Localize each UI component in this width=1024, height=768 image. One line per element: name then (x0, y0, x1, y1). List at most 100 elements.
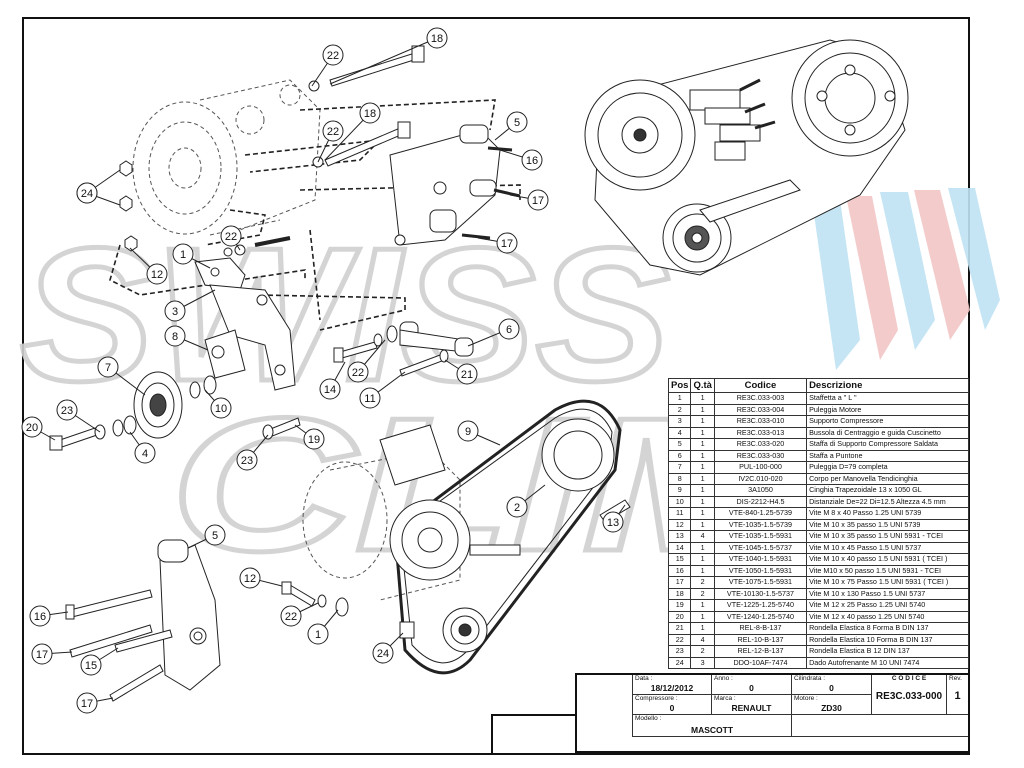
callout-13: 13 (602, 504, 626, 533)
cell-code: IV2C.010-020 (713, 472, 808, 485)
cell-pos: 20 (667, 610, 692, 623)
callout-15: 15 (80, 647, 119, 676)
tb-marca-label: Marca : (714, 695, 736, 702)
assembled-view-bottom (281, 399, 631, 675)
callout-12: 12 (129, 247, 168, 285)
bolt-14 (333, 341, 378, 363)
callout-label: 20 (26, 422, 38, 434)
callout-label: 13 (607, 517, 619, 529)
nut-24-a (119, 160, 133, 177)
cell-pos: 16 (667, 564, 692, 577)
cell-qty: 1 (690, 415, 715, 428)
cell-code: VTE-1035-1.5-5931 (713, 530, 808, 543)
callout-label: 19 (308, 434, 320, 446)
cell-pos: 8 (667, 472, 692, 485)
callout-bubble (31, 643, 53, 665)
callout-label: 18 (364, 108, 376, 120)
callout-19: 19 (294, 424, 325, 450)
callout-bubble (347, 361, 369, 383)
callout-22: 22 (317, 120, 344, 163)
tb-compressore: Compressore : 0 (632, 695, 712, 715)
cell-desc: Supporto Compressore (806, 415, 969, 428)
tb-modello: Modello : MASCOTT (632, 715, 792, 737)
header-qty: Q.tà (690, 378, 715, 393)
cell-desc: Staffa a Puntone (806, 449, 969, 462)
cell-pos: 17 (667, 576, 692, 589)
cell-desc: Rondella Elastica B 12 DIN 137 (806, 645, 969, 658)
callout-bubble (372, 642, 394, 664)
tb-modello-label: Modello : (635, 715, 662, 722)
callout-4: 4 (129, 431, 156, 464)
callout-label: 17 (36, 649, 48, 661)
cell-desc: Vite M10 x 50 passo 1.5 UNI 5931 - TCEI (806, 564, 969, 577)
callout-bubble (76, 182, 98, 204)
cell-code: VTE-1040-1.5-5931 (713, 553, 808, 566)
cell-desc: Vite M 10 x 35 passo 1.5 UNI 5931 - TCEI (806, 530, 969, 543)
callout-label: 1 (180, 249, 186, 261)
cell-desc: Corpo per Manovella Tendicinghia (806, 472, 969, 485)
callout-bubble (210, 397, 232, 419)
callout-label: 24 (81, 188, 93, 200)
bolt-20 (49, 427, 98, 451)
callout-label: 16 (526, 155, 538, 167)
cell-pos: 2 (667, 403, 692, 416)
cell-pos: 4 (667, 426, 692, 439)
callout-bubble (527, 189, 549, 211)
tb-cilindrata: Cilindrata : 0 (792, 675, 872, 695)
cell-qty: 1 (690, 484, 715, 497)
tb-modello-value: MASCOTT (690, 725, 734, 735)
callout-8: 8 (164, 325, 209, 351)
cell-code: 3A1050 (713, 484, 808, 497)
cell-code: VTE-1050-1.5-5931 (713, 564, 808, 577)
cell-pos: 5 (667, 438, 692, 451)
title-block: Data : 18/12/2012 Anno : 0 Cilindrata : … (575, 673, 970, 753)
tb-motore-label: Motore : (794, 695, 818, 702)
callout-1: 1 (307, 609, 339, 645)
cell-code: RE3C.033-020 (713, 438, 808, 451)
tb-cilindrata-label: Cilindrata : (794, 675, 826, 682)
v-belt-9 (393, 399, 622, 675)
callout-bubble (426, 27, 448, 49)
callout-bubble (303, 428, 325, 450)
cell-pos: 7 (667, 461, 692, 474)
cell-qty: 1 (690, 392, 715, 405)
cell-code: RE3C.033-010 (713, 415, 808, 428)
callout-14: 14 (319, 361, 346, 400)
cell-code: VTE-1045-1.5-5737 (713, 541, 808, 554)
cell-desc: Dado Autofrenante M 10 UNI 7474 (806, 656, 969, 669)
cell-qty: 2 (690, 576, 715, 589)
cell-code: VTE-1240-1.25-5740 (713, 610, 808, 623)
cell-code: VTE-10130-1.5-5737 (713, 587, 808, 600)
callout-leader (329, 37, 438, 85)
callout-label: 24 (377, 648, 389, 660)
cell-pos: 14 (667, 541, 692, 554)
compressor-body (132, 79, 321, 236)
callout-20: 20 (21, 416, 56, 441)
cell-code: RE3C.033-013 (713, 426, 808, 439)
cell-desc: Bussola di Centraggio e guida Cuscinetto (806, 426, 969, 439)
callout-10: 10 (204, 389, 232, 419)
tb-marca: Marca : RENAULT (712, 695, 792, 715)
tb-rev-value: 1 (954, 690, 961, 702)
title-block-side-panel (491, 714, 577, 755)
cell-code: PUL-100-000 (713, 461, 808, 474)
callout-11: 11 (359, 371, 406, 409)
assembled-view-top (584, 39, 909, 276)
tb-data-label: Data : (635, 675, 653, 682)
callout-1: 1 (172, 243, 211, 269)
callout-2: 2 (506, 484, 546, 518)
callout-label: 4 (142, 448, 148, 460)
